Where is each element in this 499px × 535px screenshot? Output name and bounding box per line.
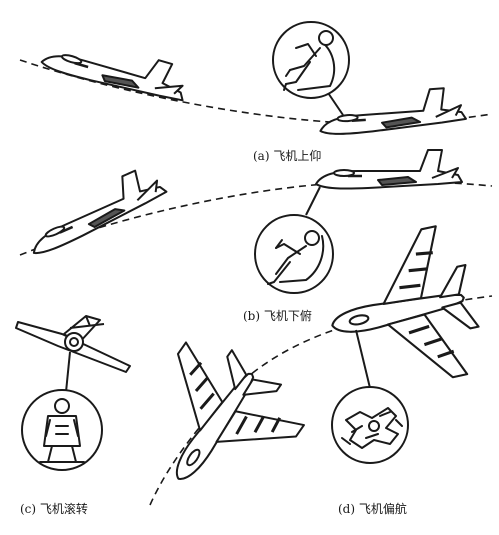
jet-d-lower-icon <box>117 324 317 522</box>
caption-pitch-down: (b) 飞机下俯 <box>243 309 312 323</box>
pilot-reclined-icon <box>283 30 336 91</box>
pilot-inset-d <box>331 329 409 464</box>
jet-d-upper-icon <box>315 220 490 402</box>
jet-b-right-icon <box>314 148 464 190</box>
caption-yaw: (d) 飞机偏航 <box>338 502 407 516</box>
jet-a-left-icon <box>39 28 193 108</box>
caption-roll: (c) 飞机滚转 <box>20 502 88 516</box>
jet-b-left-icon <box>18 161 171 259</box>
pilot-inset-b <box>254 186 334 294</box>
pilot-inset-a <box>272 21 350 116</box>
pilot-topdown-icon <box>341 407 403 449</box>
pilot-seated-icon <box>39 398 85 463</box>
caption-pitch-up: (a) 飞机上仰 <box>253 149 322 163</box>
flight-path-b <box>19 180 493 256</box>
pilot-leaning-icon <box>267 230 325 285</box>
jet-c-front-icon <box>15 315 131 373</box>
pilot-inset-c <box>21 351 103 471</box>
